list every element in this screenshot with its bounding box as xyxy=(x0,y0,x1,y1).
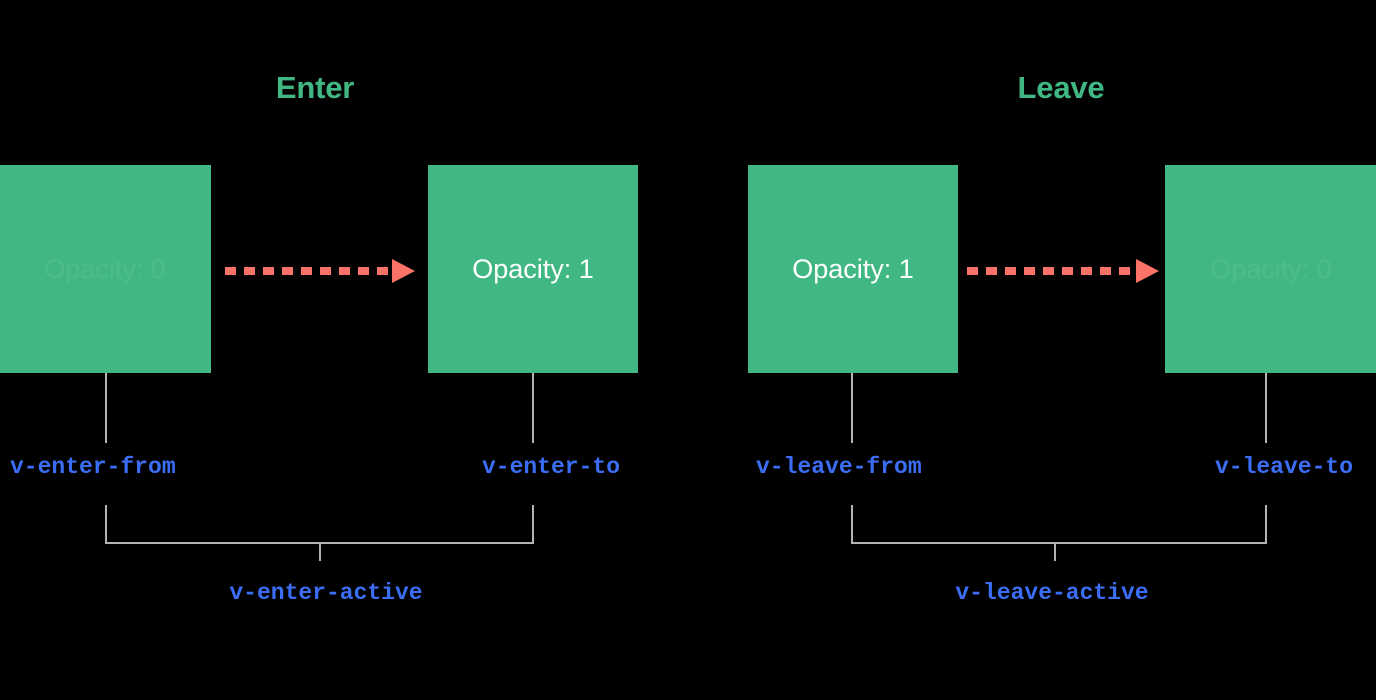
leave-active-bracket xyxy=(851,505,1267,544)
enter-arrow-shaft xyxy=(225,267,393,275)
leave-from-class-label: v-leave-from xyxy=(756,454,922,480)
enter-from-box: Opacity: 0 xyxy=(0,165,211,373)
enter-to-box: Opacity: 1 xyxy=(428,165,638,373)
enter-transition-arrow xyxy=(225,259,415,283)
enter-heading: Enter xyxy=(275,70,355,105)
leave-arrow-head xyxy=(1136,259,1159,283)
leave-from-stem xyxy=(851,373,853,443)
leave-active-stem xyxy=(1054,542,1056,561)
leave-transition-arrow xyxy=(967,259,1159,283)
enter-to-box-label: Opacity: 1 xyxy=(472,253,594,284)
enter-arrow-head xyxy=(392,259,415,283)
leave-to-box-label: Opacity: 0 xyxy=(1210,253,1332,284)
leave-arrow-shaft xyxy=(967,267,1137,275)
leave-heading: Leave xyxy=(1017,70,1105,105)
leave-to-box: Opacity: 0 xyxy=(1165,165,1376,373)
leave-from-box-label: Opacity: 1 xyxy=(792,253,914,284)
leave-to-stem xyxy=(1265,373,1267,443)
enter-active-class-label: v-enter-active xyxy=(229,580,423,606)
enter-active-stem xyxy=(319,542,321,561)
enter-to-class-label: v-enter-to xyxy=(481,454,620,480)
enter-to-stem xyxy=(532,373,534,443)
enter-from-class-label: v-enter-from xyxy=(10,454,176,480)
leave-from-box: Opacity: 1 xyxy=(748,165,958,373)
leave-to-class-label: v-leave-to xyxy=(1214,454,1353,480)
enter-from-box-label: Opacity: 0 xyxy=(44,253,166,284)
leave-active-class-label: v-leave-active xyxy=(955,580,1149,606)
enter-active-bracket xyxy=(105,505,534,544)
enter-from-stem xyxy=(105,373,107,443)
